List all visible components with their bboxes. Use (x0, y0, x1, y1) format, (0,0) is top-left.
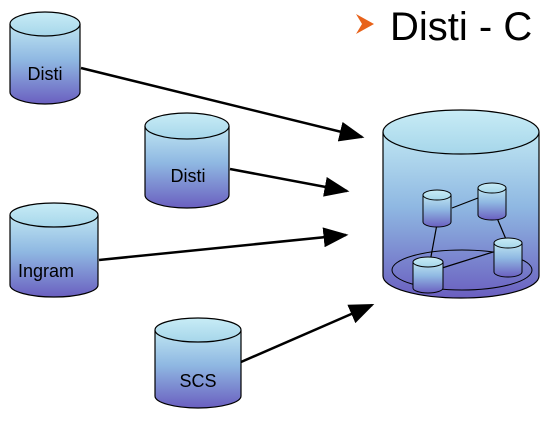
source-label: Disti (28, 64, 63, 84)
arrow-bullet-icon (356, 14, 374, 34)
flow-arrow (98, 227, 349, 262)
central-database-icon (382, 109, 540, 299)
network-node (477, 182, 507, 221)
network-node (493, 237, 523, 278)
source-database-disti-1: Disti (9, 11, 81, 105)
network-node (422, 189, 452, 228)
flow-arrows (80, 66, 375, 364)
source-database-scs: SCS (154, 317, 242, 409)
header: Disti - C (356, 5, 532, 49)
flow-arrow (80, 66, 365, 142)
flow-arrow (229, 167, 350, 197)
source-database-disti-2: Disti (144, 112, 230, 209)
flow-arrow (240, 303, 375, 364)
source-label: SCS (179, 371, 216, 391)
source-label: Disti (171, 166, 206, 186)
source-database-ingram: Ingram (9, 202, 99, 298)
source-label: Ingram (18, 261, 74, 281)
inner-floor (391, 249, 533, 291)
network-node (412, 256, 444, 294)
header-text: Disti - C (390, 5, 532, 49)
